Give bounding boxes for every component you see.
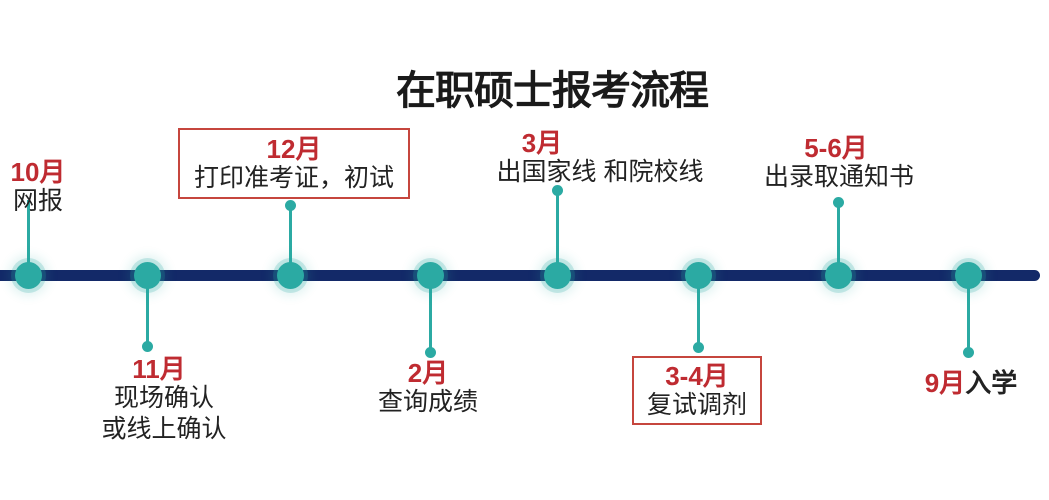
node-dot (551, 184, 563, 196)
node-date-label: 3-4月 (665, 361, 729, 391)
node-text-label: 或线上确认 (101, 415, 227, 443)
node-date-label: 5-6月 (804, 133, 868, 163)
node-dot (832, 196, 844, 208)
node-date-label: 3月 (521, 128, 563, 158)
node-stem (26, 200, 30, 276)
node-text-label: 网报 (12, 187, 64, 215)
node-stem (555, 190, 559, 276)
node-stem (836, 202, 840, 276)
node-text-label: 复试调剂 (646, 391, 747, 419)
node-stem (145, 275, 149, 346)
node-circle (543, 262, 571, 289)
node-circle (14, 262, 42, 289)
node-circle (276, 262, 304, 289)
node-circle (824, 262, 852, 289)
page-title: 在职硕士报考流程 (396, 69, 709, 113)
node-dot (692, 341, 704, 353)
node-circle (684, 262, 712, 289)
node-dot (284, 199, 296, 211)
node-stem (966, 275, 970, 352)
node-circle (954, 262, 982, 289)
node-date-label: 2月 (407, 358, 449, 388)
node-text-label: 现场确认 (113, 384, 215, 412)
node-text-label: 打印准考证，初试 (193, 164, 394, 192)
node-circle (416, 262, 444, 289)
node-date-label-month: 9月 (924, 368, 966, 398)
node-text-label: 出录取通知书 (763, 163, 915, 191)
node-date-label: 12月 (266, 134, 322, 164)
node-stem (428, 275, 432, 352)
node-stem (696, 275, 700, 347)
timeline-line (0, 270, 1040, 281)
node-dot (141, 340, 153, 352)
node-box: 3-4月复试调剂 (632, 356, 762, 425)
node-date-label: 10月 (10, 157, 66, 187)
node-box: 12月打印准考证，初试 (178, 128, 410, 199)
node-circle (133, 262, 161, 289)
node-dot (424, 346, 436, 358)
node-stem (288, 205, 292, 276)
node-date-label-suffix: 入学 (965, 368, 1018, 398)
node-text-label: 出国家线 和院校线 (496, 158, 704, 186)
node-dot (962, 346, 974, 358)
node-date-label: 11月 (132, 354, 186, 384)
node-text-label: 查询成绩 (377, 388, 479, 416)
node-date-label: 9月入学 (925, 369, 1017, 397)
